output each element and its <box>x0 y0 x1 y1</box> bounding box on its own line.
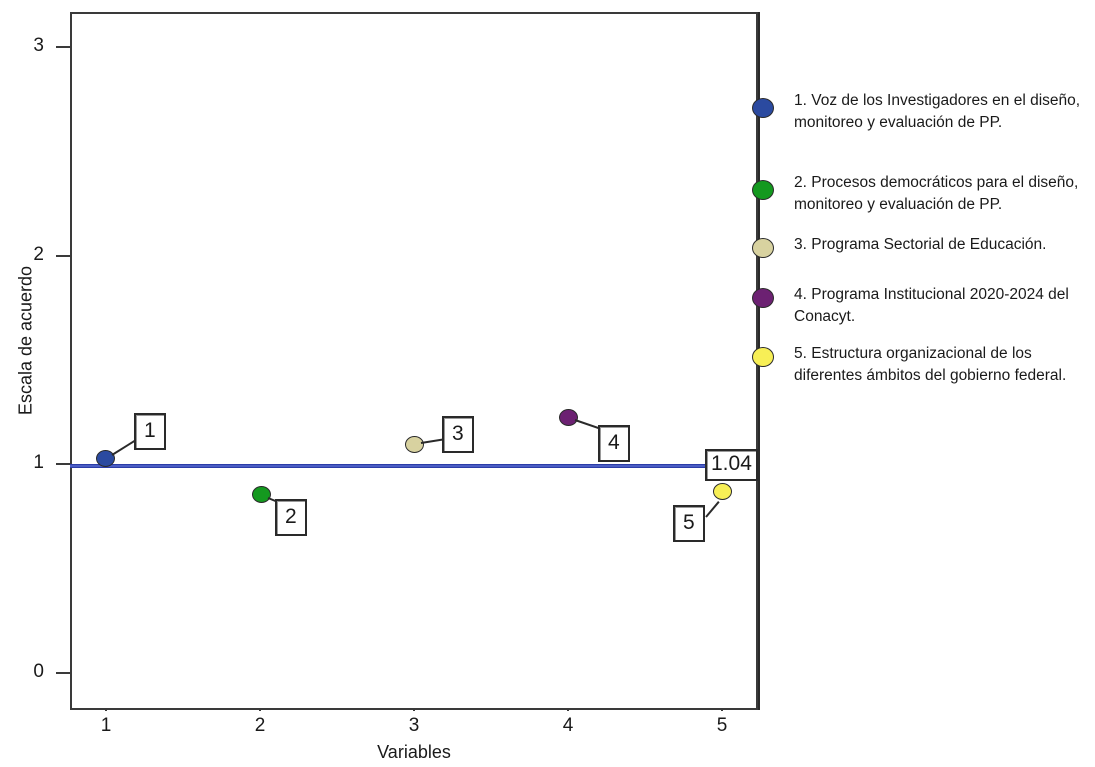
legend-label-2: 2. Procesos democráticos para el diseño,… <box>794 174 1079 214</box>
x-tick-label-4: 4 <box>562 715 574 736</box>
y-tick-label-3: 3 <box>33 35 44 56</box>
data-point-1[interactable] <box>95 449 115 467</box>
data-point-5[interactable] <box>712 482 732 500</box>
legend-label-1: 1. Voz de los Investigadores en el diseñ… <box>794 92 1081 132</box>
reference-line <box>70 464 759 468</box>
y-tick-mark-3 <box>56 46 72 48</box>
legend-marker-icon-1 <box>752 98 774 118</box>
plot-area <box>70 12 758 710</box>
point-callout-3[interactable]: 3 <box>442 416 474 453</box>
legend-label-5: 5. Estructura organizacional de los dife… <box>794 345 1067 385</box>
legend-marker-icon-4 <box>752 288 774 308</box>
point-callout-1[interactable]: 1 <box>134 413 166 450</box>
legend-marker-icon-3 <box>752 238 774 258</box>
point-callout-5[interactable]: 5 <box>673 505 705 542</box>
data-point-3[interactable] <box>404 435 424 453</box>
y-tick-mark-2 <box>56 255 72 257</box>
x-axis-title: Variables <box>377 742 451 762</box>
legend-marker-icon-2 <box>752 180 774 200</box>
point-callout-4[interactable]: 4 <box>598 425 630 462</box>
reference-line-label: 1.04 <box>705 449 758 482</box>
legend: 1. Voz de los Investigadores en el diseñ… <box>752 12 1095 710</box>
point-callout-2[interactable]: 2 <box>275 499 307 536</box>
x-tick-label-5: 5 <box>716 715 728 736</box>
data-point-2[interactable] <box>251 485 271 503</box>
legend-label-4: 4. Programa Institucional 2020-2024 del … <box>794 286 1069 326</box>
y-tick-label-0: 0 <box>33 661 44 682</box>
y-tick-mark-1 <box>56 463 72 465</box>
x-tick-label-2: 2 <box>254 715 266 736</box>
x-tick-label-3: 3 <box>408 715 420 736</box>
legend-label-3: 3. Programa Sectorial de Educación. <box>794 236 1047 253</box>
data-point-4[interactable] <box>558 408 578 426</box>
y-tick-mark-0 <box>56 672 72 674</box>
y-tick-label-1: 1 <box>33 452 44 473</box>
y-axis-title: Escala de acuerdo <box>15 265 36 416</box>
legend-marker-icon-5 <box>752 347 774 367</box>
y-tick-label-2: 2 <box>33 244 44 265</box>
x-tick-label-1: 1 <box>100 715 112 736</box>
